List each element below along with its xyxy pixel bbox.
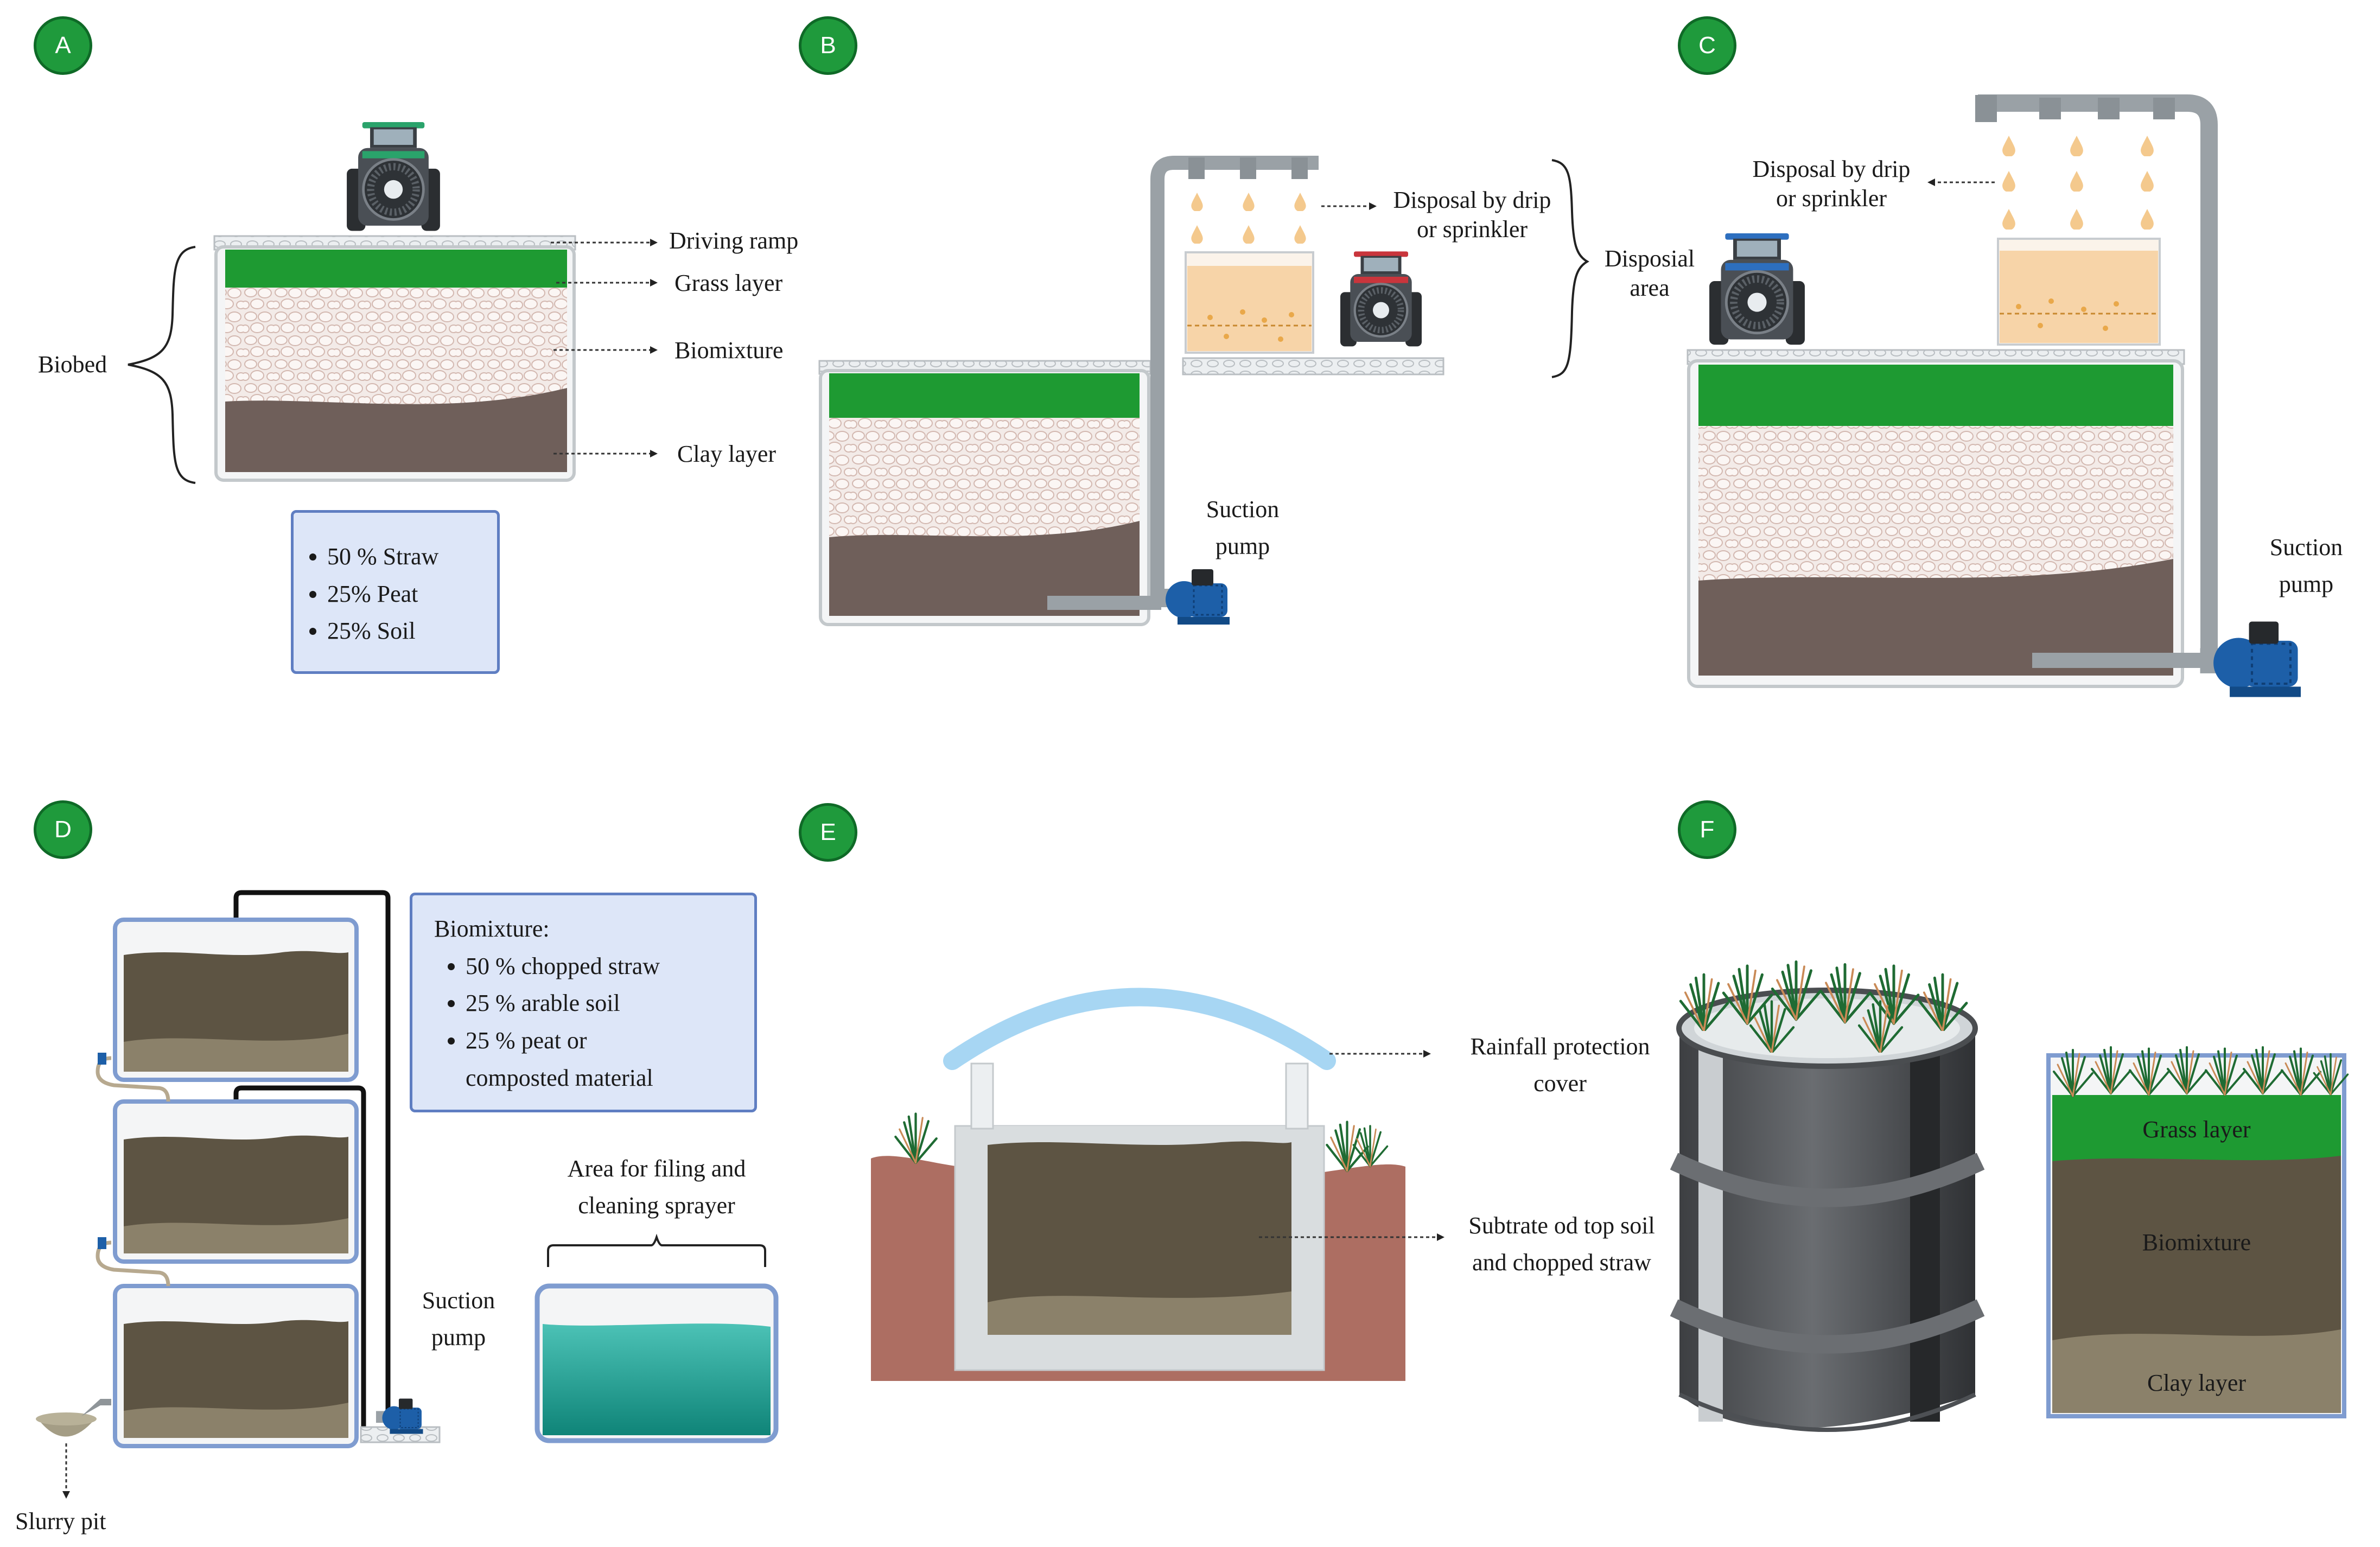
label-line: Subtrate od top soil <box>1468 1212 1655 1239</box>
label-suction-pump: Suction pump <box>2257 529 2355 603</box>
label-suction-pump: Suction pump <box>410 1282 507 1356</box>
biobed-tier-2 <box>113 1099 359 1264</box>
label-line: Disposal by drip <box>1752 156 1911 182</box>
label-rainfall-cover: Rainfall protection cover <box>1446 1028 1674 1102</box>
label-biomixture: Biomixture <box>2142 1229 2251 1256</box>
label-disposal-drip: Disposal by drip or sprinkler <box>1383 182 1562 248</box>
label-slurry-pit: Slurry pit <box>15 1508 106 1535</box>
label-line: area <box>1630 275 1670 302</box>
grass-tuft-icon <box>1327 1122 1367 1171</box>
composition-item: 50 % Straw <box>327 538 486 576</box>
biomixture-list: 50 % chopped straw 25 % arable soil 25 %… <box>412 948 749 1097</box>
panel-c-biobed-with-disposal-area <box>1687 94 2301 697</box>
label-area-filling: Area for filing and cleaning sprayer <box>534 1150 779 1224</box>
biobed-tier-3 <box>113 1284 359 1448</box>
biobed-tier-1 <box>113 918 359 1082</box>
label-suction-pump: Suction pump <box>1194 491 1291 565</box>
label-line: Rainfall protection <box>1470 1033 1650 1060</box>
label-line: and chopped straw <box>1472 1249 1651 1276</box>
label-biomixture: Biomixture <box>674 337 784 364</box>
panel-e-badge: E <box>799 803 857 862</box>
label-biobed: Biobed <box>38 351 107 378</box>
label-grass-layer: Grass layer <box>674 270 783 296</box>
label-line: Suction <box>1206 496 1280 523</box>
composition-box: 50 % Straw 25% Peat 25% Soil <box>291 510 500 674</box>
panel-a-biobed <box>128 122 658 484</box>
grass-tuft-icon <box>895 1114 936 1163</box>
label-clay-layer: Clay layer <box>2147 1370 2247 1396</box>
label-disposial-area: Disposial area <box>1595 240 1704 307</box>
biomixture-item: 50 % chopped straw <box>466 948 749 985</box>
panel-b-badge: B <box>799 16 857 75</box>
biomixture-box: Biomixture: 50 % chopped straw 25 % arab… <box>410 893 757 1112</box>
tractor-icon <box>347 122 440 231</box>
panel-f-barrel-biobed <box>1670 962 2348 1432</box>
panel-a-badge: A <box>34 16 92 75</box>
panel-c-badge: C <box>1678 16 1736 75</box>
label-line: cleaning sprayer <box>578 1192 735 1219</box>
label-line: Area for filing and <box>567 1155 746 1182</box>
panel-e-covered-biobed <box>871 988 1444 1381</box>
biomixture-item: 25 % peat or composted material <box>466 1022 672 1097</box>
label-line: or sprinkler <box>1776 185 1887 212</box>
composition-item: 25% Peat <box>327 576 486 613</box>
label-line: Disposial <box>1604 245 1695 272</box>
panel-b-biobed-with-disposal <box>818 156 1589 626</box>
label-clay-layer: Clay layer <box>677 441 777 467</box>
label-line: pump <box>1215 533 1270 560</box>
composition-list: 50 % Straw 25% Peat 25% Soil <box>294 538 486 650</box>
label-line: Suction <box>422 1287 495 1314</box>
barrel-icon <box>1670 988 1985 1432</box>
label-disposal-drip: Disposal by drip or sprinkler <box>1739 151 1924 217</box>
label-driving-ramp: Driving ramp <box>669 227 799 254</box>
label-substrate: Subtrate od top soil and chopped straw <box>1448 1207 1676 1281</box>
label-line: Disposal by drip <box>1393 187 1551 213</box>
label-line: Suction <box>2269 534 2343 561</box>
slurry-pit-icon <box>36 1399 111 1437</box>
label-grass-layer: Grass layer <box>2142 1116 2251 1143</box>
label-line: cover <box>1533 1070 1587 1097</box>
label-line: pump <box>431 1324 486 1351</box>
tractor-icon <box>1709 233 1805 345</box>
composition-item: 25% Soil <box>327 613 486 650</box>
pump-icon <box>1156 568 1231 626</box>
biomixture-box-title: Biomixture: <box>434 915 550 942</box>
panel-d-badge: D <box>34 800 92 859</box>
tractor-icon <box>1340 251 1422 346</box>
label-line: pump <box>2279 571 2334 598</box>
panel-f-badge: F <box>1678 800 1736 859</box>
label-line: or sprinkler <box>1416 216 1528 243</box>
biomixture-item: 25 % arable soil <box>466 985 749 1022</box>
panel-d-stacked-biobeds <box>36 890 779 1499</box>
